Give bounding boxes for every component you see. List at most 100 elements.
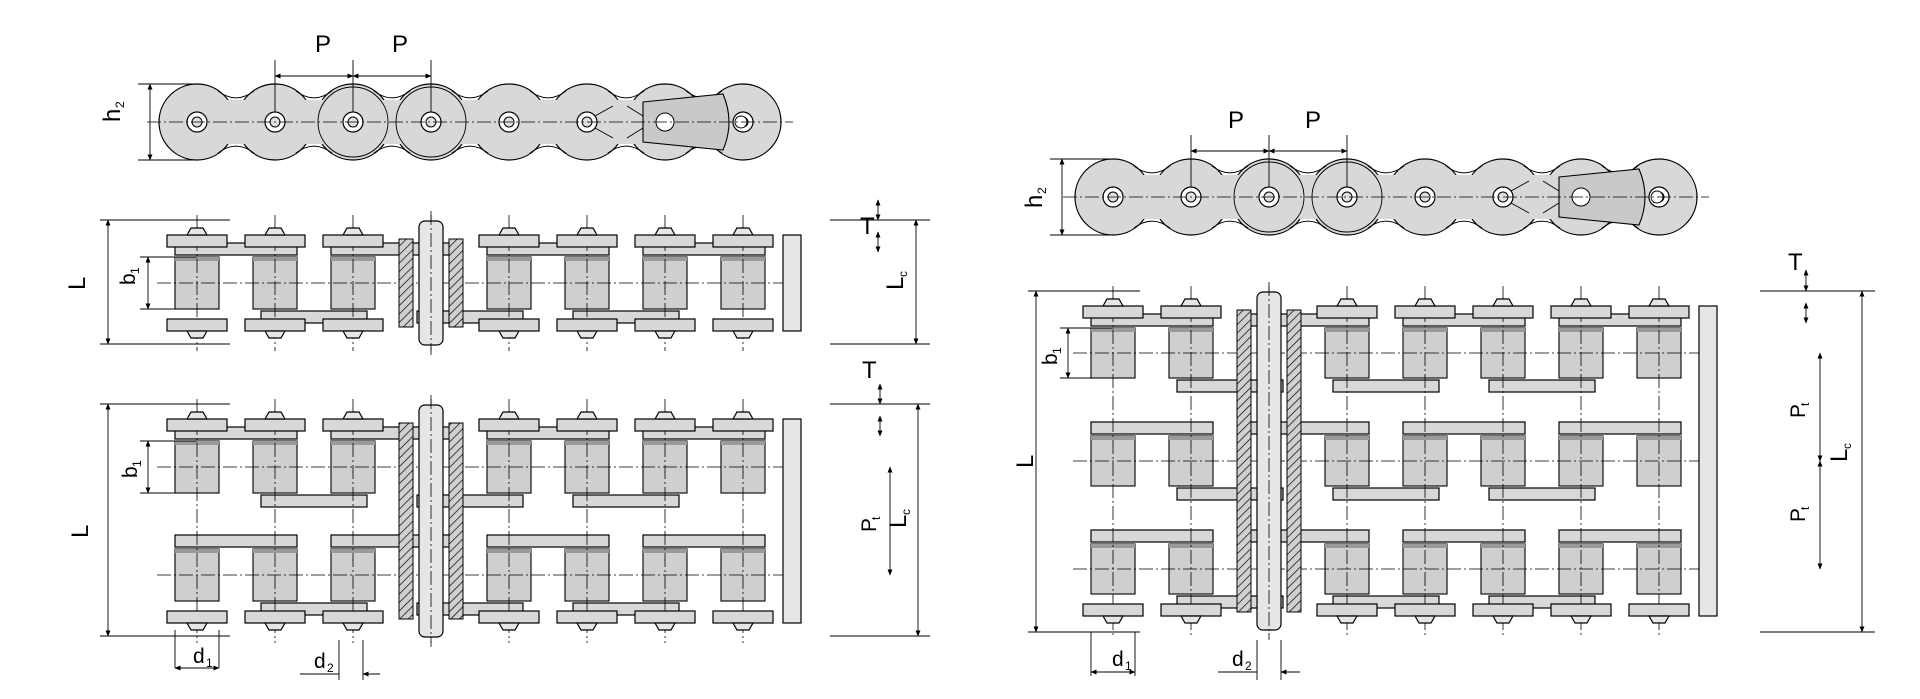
svg-text:P: P [858,518,881,532]
roller-shade [1481,436,1525,440]
pin-head [731,227,755,236]
svg-text:t: t [1798,402,1812,406]
pin-head [653,411,677,420]
roller-shade [565,549,609,553]
link-plate-waist [437,99,503,145]
svg-text:2: 2 [327,661,334,675]
roller-diameter-label: d 1 [1112,648,1132,673]
link-plate [1558,421,1682,435]
pin-head [341,330,365,339]
outer-plate [634,418,696,432]
outer-plate [556,418,618,432]
outer-plate [322,234,384,248]
waist-edge [1367,165,1405,174]
cotter-pin [1510,180,1560,214]
waist-edge [1211,220,1249,229]
inner-width-label: b 1 [1039,347,1064,365]
waist-edge [529,90,567,99]
link-plate [1488,487,1596,501]
pin-head [185,330,209,339]
pin-head [1647,615,1671,624]
outer-plate [712,318,774,332]
outer-plate [1082,603,1144,617]
plate-height-label: h 2 [99,101,127,122]
outer-plate [1160,603,1222,617]
over-pin-length-label: L [64,277,91,290]
pitch-label: P [1228,107,1244,134]
pin-head [497,227,521,236]
waist-edge [451,90,489,99]
roller-shade [253,549,297,553]
pin-head [341,227,365,236]
link-plate [1332,487,1440,501]
pin-head [575,411,599,420]
outer-plate [1316,305,1378,319]
cotter-pin [594,105,644,139]
svg-text:d: d [1232,648,1244,671]
pin-head [263,330,287,339]
svg-text:L: L [882,277,909,290]
thickness-label: T [860,213,875,240]
outer-plate [1394,305,1456,319]
outer-plate [244,234,306,248]
link-plate-waist [1353,174,1419,220]
pin-head [497,411,521,420]
pin-head [341,411,365,420]
outer-plate [1082,305,1144,319]
pin-head [1413,615,1437,624]
connecting-pin-length-label: L c [1826,443,1854,462]
pin-head [575,622,599,631]
connecting-plate-section [398,422,414,620]
svg-text:1: 1 [130,460,144,467]
waist-edge [1289,220,1327,229]
roller-shade [1325,436,1369,440]
outer-plate [1628,603,1690,617]
svg-text:h: h [99,109,126,122]
outer-plate [1628,305,1690,319]
outer-plate [1550,305,1612,319]
waist-edge [373,145,411,154]
outer-plate [1316,603,1378,617]
waist-edge [1367,220,1405,229]
pin-head [731,411,755,420]
connecting-plate-section [448,422,464,620]
pin-head [1491,615,1515,624]
svg-text:2: 2 [1035,187,1049,194]
svg-text:L: L [1826,449,1853,462]
link-plate [1558,529,1682,543]
roller-shade [1169,436,1213,440]
pin-head [1569,615,1593,624]
connecting-plate-section [1286,309,1302,613]
pin-head [1413,298,1437,307]
simplex-side-view [138,60,793,161]
triplex-side-view [1050,135,1709,236]
connecting-pin-length-label: L c [882,271,910,290]
waist-edge [451,145,489,154]
svg-text:b: b [1039,353,1062,365]
pin-head [497,622,521,631]
svg-text:c: c [1840,443,1854,449]
link-plate [174,534,298,548]
svg-text:1: 1 [1050,347,1064,354]
thickness-label: T [1788,249,1803,276]
outer-plate [556,318,618,332]
waist-edge [1133,165,1171,174]
svg-text:L: L [1012,455,1039,468]
pin-head [653,622,677,631]
roller-shade [487,549,531,553]
outer-plate [478,418,540,432]
pin-head [1101,298,1125,307]
svg-text:b: b [119,466,142,478]
svg-text:2: 2 [113,101,127,108]
over-pin-length-label: L [67,525,94,538]
roller-diameter-label: d 1 [193,645,213,670]
simplex-top-view [100,199,930,355]
svg-text:c: c [896,271,910,277]
outer-plate [244,318,306,332]
svg-text:1: 1 [206,656,213,670]
outer-plate [322,610,384,624]
pin-head [731,622,755,631]
pin-head [263,411,287,420]
pin-head [263,227,287,236]
